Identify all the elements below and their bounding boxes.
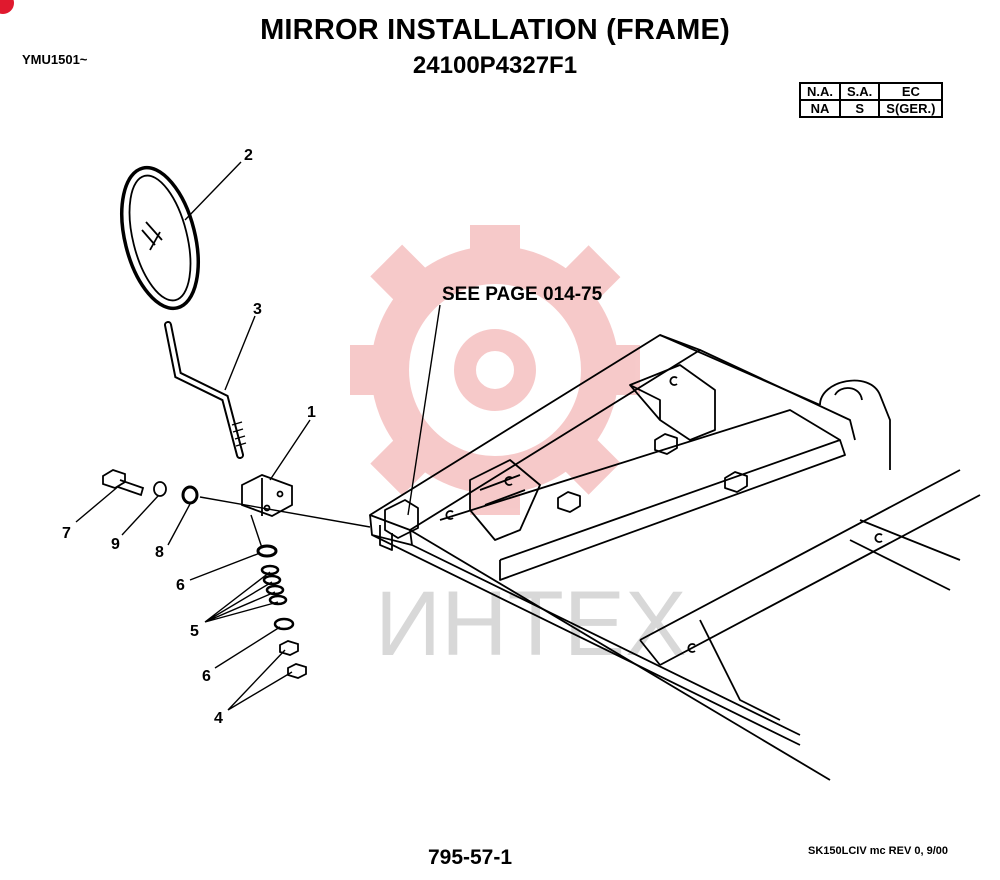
callout-6-lower: 6 [202, 668, 211, 685]
codes-header-cell: N.A. [799, 82, 841, 101]
codes-header-row: N.A. S.A. EC [799, 82, 944, 101]
revision-note: SK150LCIV mc REV 0, 9/00 [807, 845, 948, 857]
callout-2: 2 [244, 147, 253, 164]
reference-note: SEE PAGE 014-75 [442, 284, 603, 305]
callout-9: 9 [111, 536, 120, 553]
mirror-part [120, 165, 200, 311]
callout-7: 7 [62, 525, 71, 542]
callout-3: 3 [253, 301, 262, 318]
codes-value-row: NA S S(GER.) [799, 99, 944, 118]
mirror-parts [102, 165, 371, 679]
corner-marker [0, 0, 14, 14]
bolt-part [102, 469, 145, 497]
codes-value-cell: S [838, 99, 881, 118]
codes-header-cell: EC [878, 82, 944, 101]
callout-8: 8 [155, 544, 164, 561]
codes-value-cell: NA [799, 99, 841, 118]
page-title: MIRROR INSTALLATION (FRAME) [260, 14, 730, 46]
leader-lines [75, 161, 441, 711]
codes-value-cell: S(GER.) [878, 99, 944, 118]
frame-structure [369, 334, 981, 781]
callout-5: 5 [190, 623, 199, 640]
part-number: 24100P4327F1 [412, 52, 578, 79]
page-number: 795-57-1 [427, 846, 513, 869]
callout-4: 4 [214, 710, 223, 727]
callout-1: 1 [307, 404, 316, 421]
callout-6-upper: 6 [176, 577, 185, 594]
mirror-stay-part [164, 321, 244, 459]
region-codes-table: N.A. S.A. EC NA S S(GER.) [799, 82, 944, 118]
watermark-text: ИНТЕХ [375, 573, 687, 675]
serial-range: YMU1501~ [22, 52, 88, 67]
codes-header-cell: S.A. [838, 82, 881, 101]
